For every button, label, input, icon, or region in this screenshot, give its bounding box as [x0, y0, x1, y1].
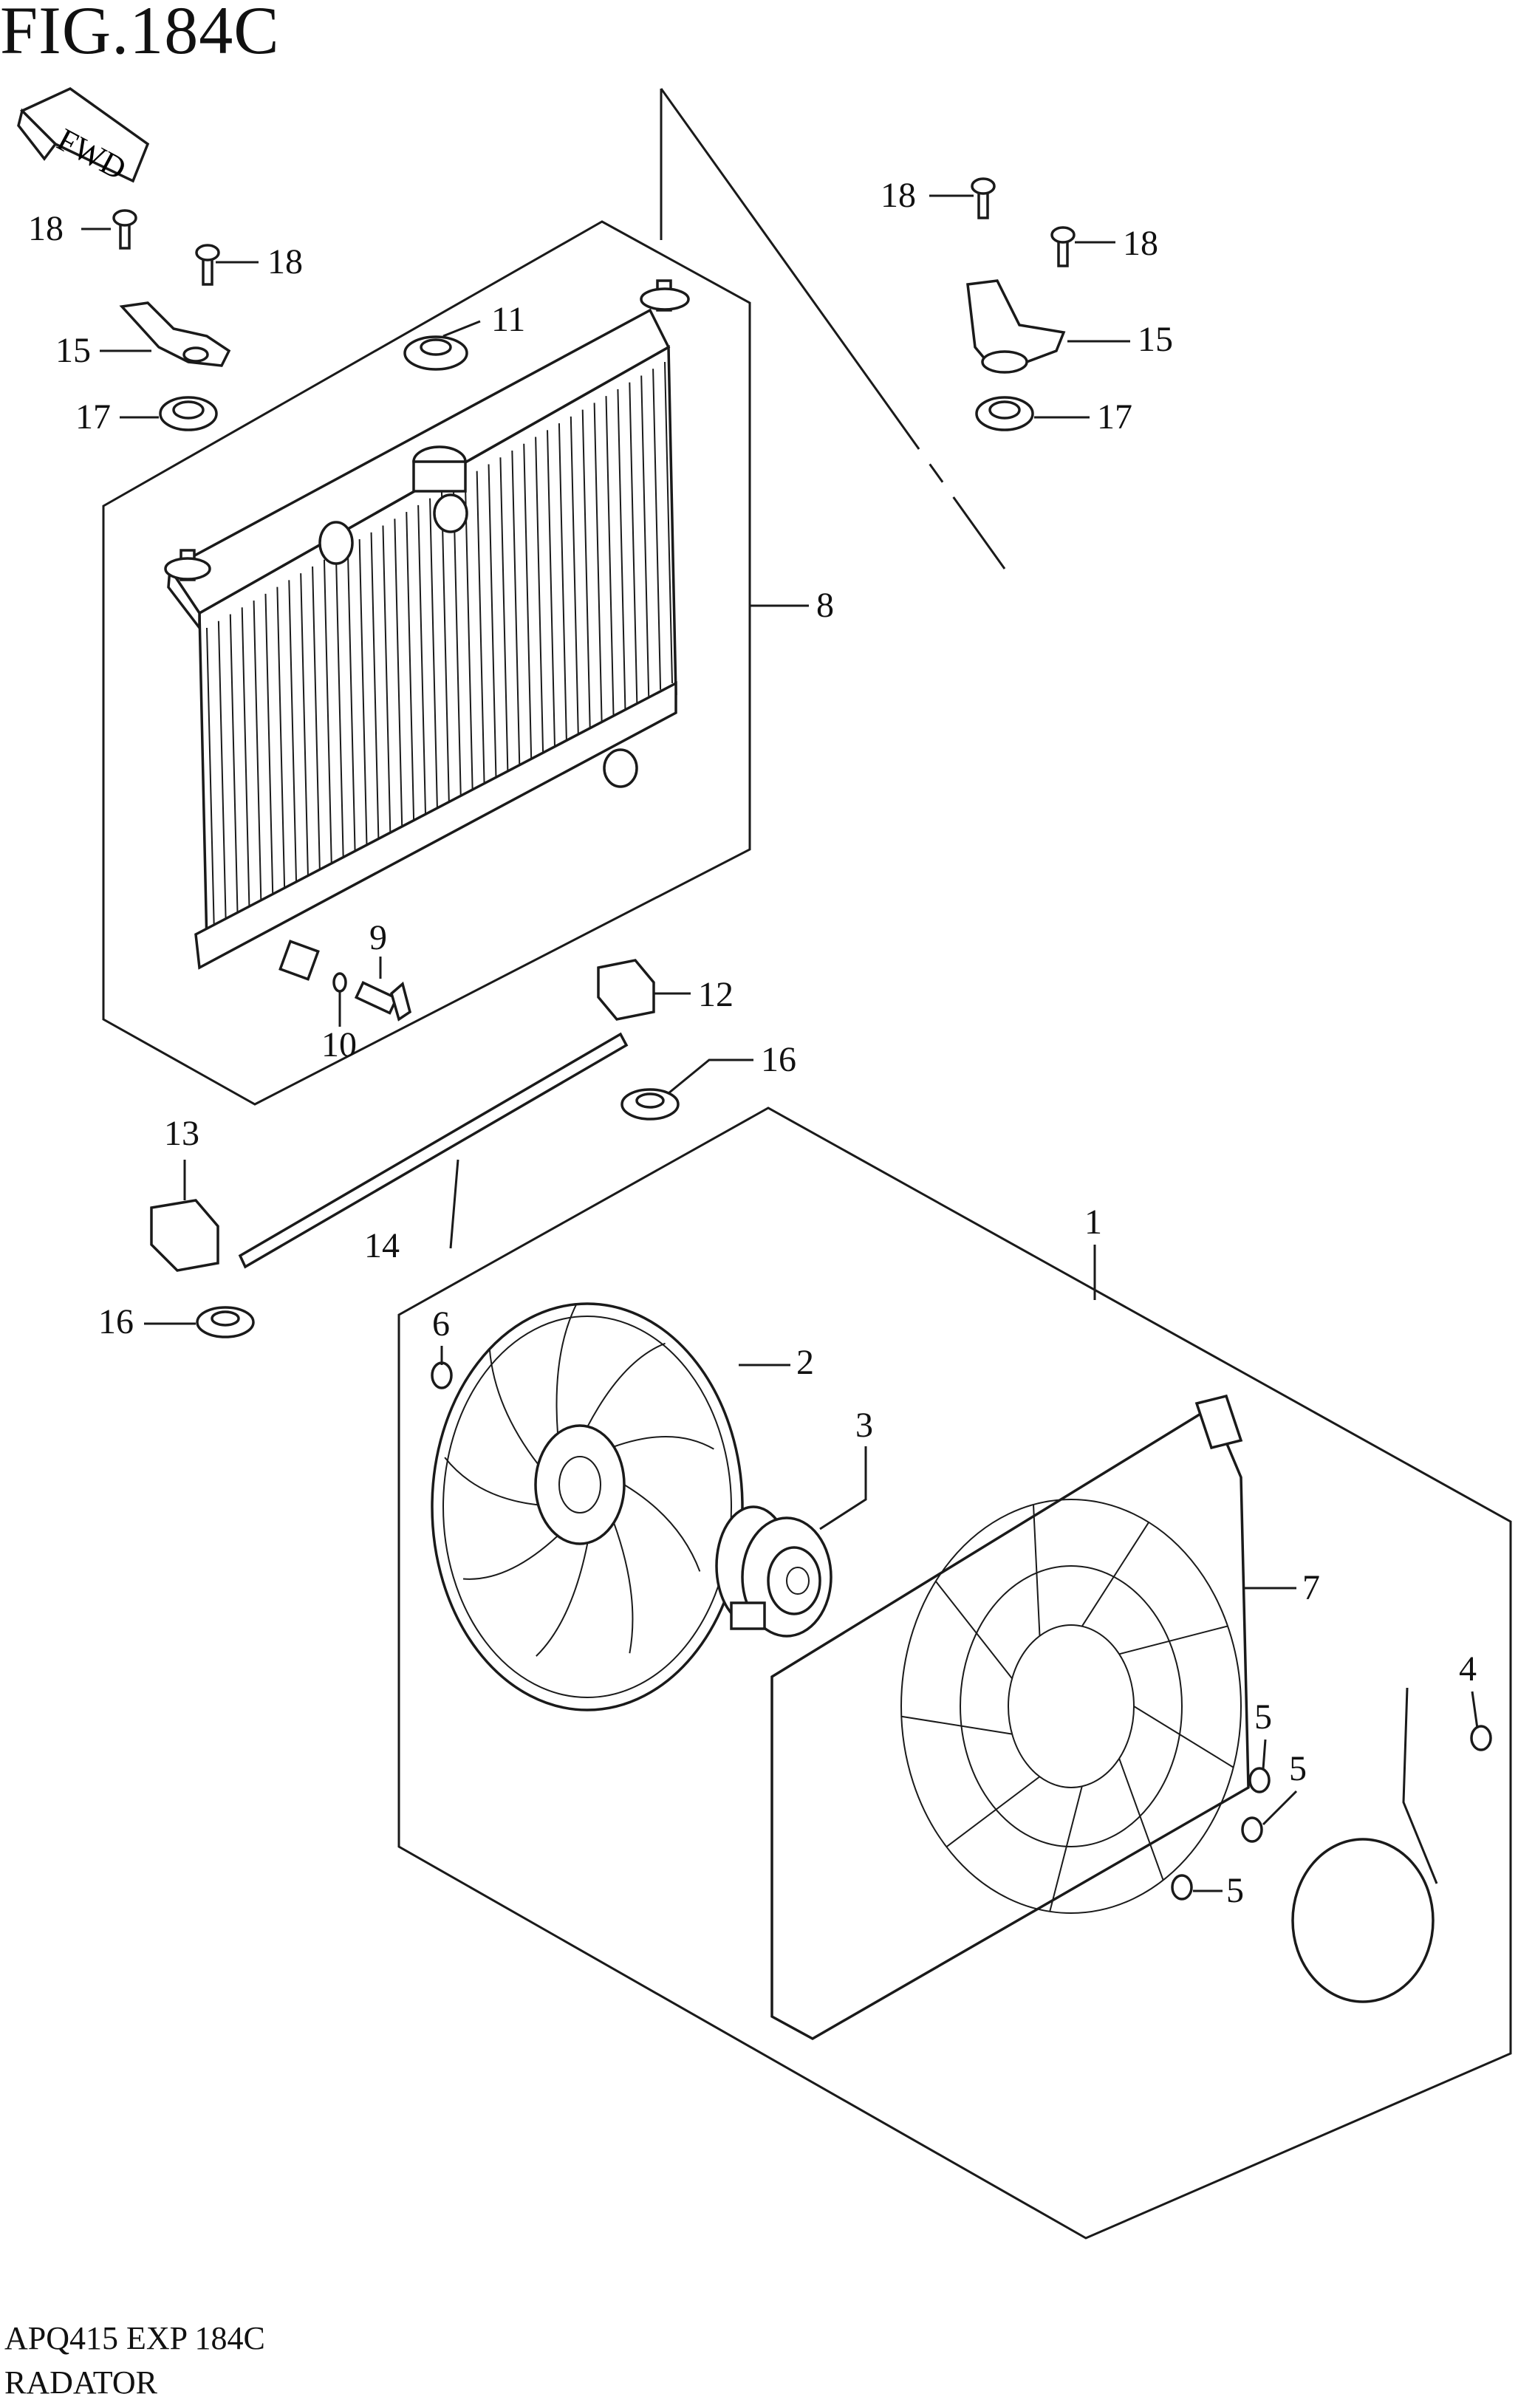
callout-bracket: 15 — [55, 331, 91, 370]
leader-line — [819, 1446, 867, 1530]
footer-section-name: RADATOR — [4, 2364, 158, 2401]
callout-radiator: 8 — [816, 586, 834, 625]
leader-line — [1471, 1691, 1479, 1729]
leader-line — [442, 320, 481, 338]
leader-line — [449, 1159, 459, 1249]
left-bracket-group — [112, 209, 231, 431]
callout-screw: 5 — [1289, 1749, 1307, 1788]
figure-title: FIG.184C — [0, 0, 280, 68]
callout-bracket: 15 — [1138, 320, 1173, 359]
callout-bolt: 4 — [1459, 1649, 1477, 1689]
fan-motor-part — [715, 1505, 832, 1638]
callout-o-ring: 10 — [321, 1025, 357, 1064]
callout-bolt: 18 — [881, 176, 916, 215]
callout-bolt: 18 — [28, 209, 64, 248]
radiator-panel-outline — [102, 220, 751, 1106]
seal-strip-part — [238, 1032, 629, 1269]
fwd-arrow-icon: FWD — [17, 86, 150, 187]
callout-drain-plug: 9 — [369, 918, 387, 957]
drain-plug-part — [354, 981, 412, 1022]
callout-nut: 6 — [432, 1304, 450, 1344]
shroud-part — [770, 1394, 1250, 2041]
callout-bolt: 18 — [1123, 224, 1158, 263]
callout-fan-motor: 3 — [855, 1406, 873, 1445]
o-ring-part — [332, 972, 347, 993]
callout-cushion: 16 — [761, 1040, 796, 1079]
callout-cushion: 13 — [164, 1114, 199, 1153]
leader-line — [668, 1058, 753, 1095]
callout-fan-shroud-assembly: 1 — [1084, 1203, 1102, 1242]
radiator-cap-part — [403, 335, 468, 371]
radiator — [164, 279, 690, 981]
motor-cover-part — [1291, 1687, 1438, 2003]
callout-radiator-cap: 11 — [491, 300, 525, 339]
callout-cushion: 17 — [75, 397, 111, 437]
callout-fan: 2 — [796, 1343, 814, 1382]
leader-line — [1262, 1739, 1267, 1770]
footer-part-code: APQ415 EXP 184C — [4, 2320, 265, 2356]
right-bracket-group — [966, 177, 1076, 431]
callout-cushion: 17 — [1097, 397, 1132, 437]
screw-parts — [1171, 1725, 1492, 1901]
callout-screw: 5 — [1226, 1871, 1244, 1910]
callout-seal: 14 — [364, 1226, 400, 1265]
callout-cushion: 12 — [698, 975, 734, 1014]
fan-assembly-panel-outline — [397, 1106, 1512, 2240]
leader-line — [1262, 1790, 1298, 1826]
callout-shroud: 7 — [1302, 1568, 1320, 1607]
callout-cushion: 16 — [98, 1302, 134, 1341]
cushion-12-part — [597, 959, 655, 1021]
bracket-diagonal-line — [660, 88, 1006, 569]
callout-bolt: 18 — [267, 242, 303, 281]
fan-part — [431, 1302, 744, 1711]
callout-screw: 5 — [1254, 1697, 1272, 1737]
nut-part — [431, 1361, 453, 1389]
cushion-13-part — [150, 1199, 219, 1272]
